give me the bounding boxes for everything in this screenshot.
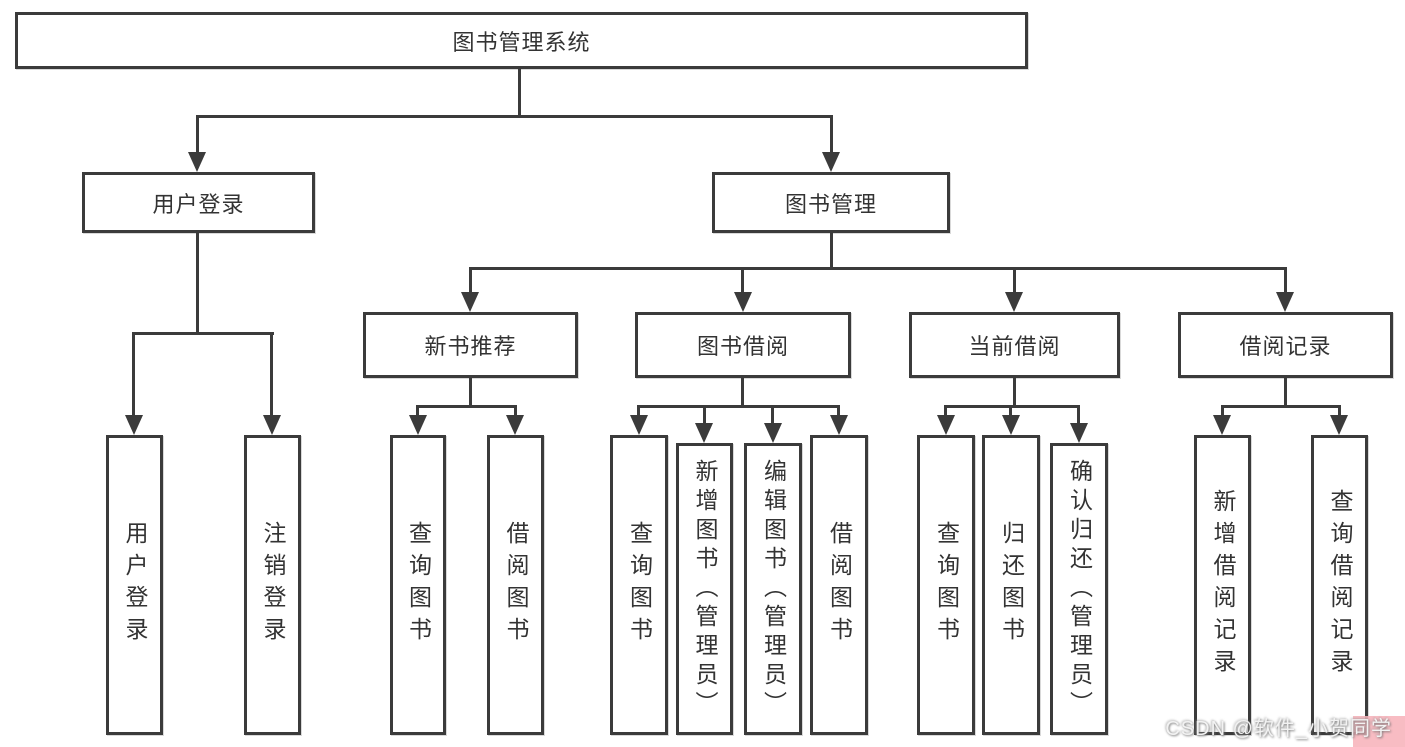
connector-shaft-borrow-books-1 — [514, 405, 517, 415]
connector-book-borrowing-stem — [741, 378, 744, 408]
watermark-text: CSDN @软件_小贺同学 — [1165, 718, 1392, 740]
arrowhead-current-borrow — [1005, 292, 1023, 312]
connector-shaft-login-leaf — [132, 332, 135, 415]
connector-shaft-query-books-2 — [637, 405, 640, 415]
node-new-book-recommend: 新书推荐 — [363, 312, 578, 378]
node-book-borrowing-label: 图书借阅 — [696, 334, 789, 359]
connector-borrowing-records-stem — [1284, 378, 1287, 408]
node-borrowing-records: 借阅记录 — [1178, 312, 1393, 378]
node-logout: 注销登录 — [244, 435, 301, 735]
arrowhead-new-book — [461, 292, 479, 312]
watermark-pink-block — [1353, 716, 1405, 747]
connector-root-horizontal — [196, 115, 833, 118]
node-query-books-recommend: 查询图书 — [390, 435, 446, 735]
node-return-books-label: 归还图书 — [998, 521, 1025, 649]
connector-new-book-horizontal — [416, 405, 517, 408]
arrowhead-book-management — [822, 152, 840, 172]
connector-shaft-add-books — [703, 405, 706, 423]
node-borrow-books-recommend: 借阅图书 — [487, 435, 544, 735]
node-confirm-return-admin-label: 确认归还（管理员） — [1066, 458, 1093, 720]
connector-root-stem — [518, 66, 521, 118]
connector-book-management-stem — [830, 233, 833, 270]
arrowhead-add-record — [1213, 415, 1231, 435]
node-edit-books-admin-label: 编辑图书（管理员） — [760, 458, 787, 720]
node-query-books-borrowing: 查询图书 — [610, 435, 668, 735]
connector-shaft-book-management — [830, 115, 833, 152]
arrowhead-borrow-books-1 — [506, 415, 524, 435]
connector-shaft-query-books-1 — [416, 405, 419, 415]
arrowhead-login-leaf — [125, 415, 143, 435]
connector-shaft-logout-leaf — [270, 332, 273, 415]
connector-shaft-new-book — [469, 267, 472, 292]
connector-user-login-stem — [196, 233, 199, 335]
node-logout-label: 注销登录 — [260, 521, 286, 649]
node-current-borrowing: 当前借阅 — [909, 312, 1120, 378]
arrowhead-return-books — [1002, 415, 1020, 435]
arrowhead-borrow-record — [1276, 292, 1294, 312]
node-query-books-recommend-label: 查询图书 — [405, 521, 432, 649]
node-edit-books-admin: 编辑图书（管理员） — [744, 443, 802, 735]
node-user-login-leaf-label: 用户登录 — [122, 521, 148, 649]
connector-shaft-borrow-books-2 — [837, 405, 840, 415]
arrowhead-query-books-1 — [409, 415, 427, 435]
node-current-borrowing-label: 当前借阅 — [968, 334, 1061, 359]
node-confirm-return-admin: 确认归还（管理员） — [1050, 443, 1108, 735]
node-add-borrow-record: 新增借阅记录 — [1194, 435, 1251, 735]
arrowhead-query-books-2 — [630, 415, 648, 435]
connector-new-book-stem — [469, 378, 472, 408]
connector-shaft-edit-books — [771, 405, 774, 423]
arrowhead-add-books — [695, 423, 713, 443]
arrowhead-logout-leaf — [263, 415, 281, 435]
connector-book-management-horizontal — [469, 267, 1287, 270]
connector-borrowing-records-horizontal — [1221, 405, 1341, 408]
node-user-login-leaf: 用户登录 — [106, 435, 163, 735]
arrowhead-query-books-3 — [937, 415, 955, 435]
arrowhead-confirm-return — [1070, 423, 1088, 443]
node-new-book-recommend-label: 新书推荐 — [424, 334, 517, 359]
node-add-borrow-record-label: 新增借阅记录 — [1210, 489, 1236, 681]
node-borrow-books-label: 借阅图书 — [826, 521, 853, 649]
node-return-books: 归还图书 — [982, 435, 1040, 735]
node-root-label: 图书管理系统 — [452, 29, 591, 55]
connector-shaft-confirm-return — [1077, 405, 1080, 423]
node-user-login: 用户登录 — [82, 172, 315, 233]
connector-current-borrowing-horizontal — [944, 405, 1080, 408]
node-query-books-borrowing-label: 查询图书 — [626, 521, 653, 649]
node-root-library-system: 图书管理系统 — [15, 12, 1028, 69]
connector-shaft-borrow-record — [1284, 267, 1287, 292]
connector-current-borrowing-stem — [1013, 378, 1016, 408]
node-borrow-books-recommend-label: 借阅图书 — [503, 521, 529, 649]
node-query-borrow-record: 查询借阅记录 — [1311, 435, 1368, 735]
connector-shaft-query-record — [1338, 405, 1341, 415]
connector-shaft-query-books-3 — [944, 405, 947, 415]
connector-shaft-add-record — [1221, 405, 1224, 415]
node-query-borrow-record-label: 查询借阅记录 — [1327, 489, 1353, 681]
arrowhead-borrow-books-2 — [830, 415, 848, 435]
node-book-borrowing: 图书借阅 — [635, 312, 851, 378]
arrowhead-query-record — [1330, 415, 1348, 435]
node-query-books-current: 查询图书 — [917, 435, 975, 735]
connector-book-borrowing-horizontal — [637, 405, 840, 408]
node-book-management: 图书管理 — [712, 172, 950, 233]
node-query-books-current-label: 查询图书 — [933, 521, 960, 649]
node-add-books-admin: 新增图书（管理员） — [676, 443, 733, 735]
node-add-books-admin-label: 新增图书（管理员） — [692, 458, 718, 720]
node-borrowing-records-label: 借阅记录 — [1239, 334, 1332, 359]
connector-shaft-return-books — [1009, 405, 1012, 415]
node-borrow-books: 借阅图书 — [810, 435, 868, 735]
connector-shaft-book-borrow — [741, 267, 744, 292]
connector-shaft-current-borrow — [1013, 267, 1016, 292]
node-user-login-label: 用户登录 — [152, 191, 245, 217]
arrowhead-user-login — [188, 152, 206, 172]
arrowhead-edit-books — [764, 423, 782, 443]
connector-shaft-user-login — [196, 115, 199, 152]
node-book-management-label: 图书管理 — [784, 191, 877, 217]
arrowhead-book-borrow — [734, 292, 752, 312]
connector-user-login-horizontal — [133, 332, 274, 335]
